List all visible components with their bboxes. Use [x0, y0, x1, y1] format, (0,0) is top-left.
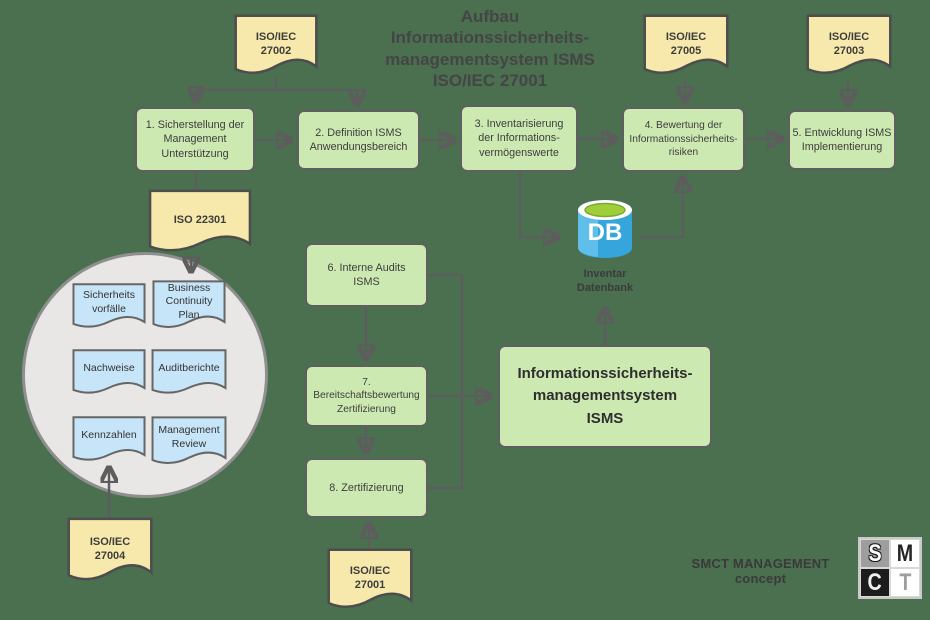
- document-shape: [151, 416, 227, 472]
- document-iso27005: ISO/IEC 27005: [643, 14, 729, 84]
- record-label: Sicherheits vorfälle: [83, 289, 135, 315]
- connector-audit-trunk: [428, 273, 464, 490]
- record-sicherheitsvorfaelle: Sicherheits vorfälle: [72, 283, 146, 335]
- document-shape: [151, 349, 227, 401]
- record-label: Business Continuity Plan: [165, 281, 213, 321]
- record-auditberichte: Auditberichte: [151, 349, 227, 401]
- page-title: Aufbau Informationssicherheits- manageme…: [385, 7, 595, 90]
- document-shape: [152, 280, 226, 336]
- record-label: Nachweise: [83, 362, 135, 375]
- database-label: DB: [588, 219, 623, 246]
- isms-result-box: Informationssicherheits- managementsyste…: [498, 345, 712, 448]
- database-caption: Inventar Datenbank: [576, 268, 634, 294]
- database-icon: DB: [570, 196, 640, 264]
- branding-text: SMCT MANAGEMENT concept: [691, 556, 830, 586]
- document-shape: [234, 14, 318, 84]
- document-shape: [643, 14, 729, 84]
- document-iso27003: ISO/IEC 27003: [806, 14, 892, 84]
- arrow-db-to-step4: [640, 179, 683, 239]
- record-kennzahlen: Kennzahlen: [72, 416, 146, 468]
- document-label: ISO/IEC 27001: [349, 564, 391, 591]
- document-iso22301: ISO 22301: [148, 189, 252, 262]
- record-label: Management Review: [158, 424, 220, 450]
- logo-letter-m: M: [891, 540, 919, 567]
- record-business-continuity-plan: Business Continuity Plan: [152, 280, 226, 336]
- step-3-box: 3. Inventarisierung der Informations- ve…: [460, 105, 578, 172]
- document-iso27001: ISO/IEC 27001: [327, 548, 413, 618]
- document-shape: [67, 517, 153, 591]
- record-label: Kennzahlen: [81, 429, 137, 442]
- document-label: ISO/IEC 27005: [665, 30, 707, 57]
- document-shape: [806, 14, 892, 84]
- document-label: ISO/IEC 27003: [828, 30, 870, 57]
- record-label: Auditberichte: [158, 362, 220, 375]
- document-shape: [72, 349, 146, 401]
- document-shape: [72, 283, 146, 335]
- document-label: ISO/IEC 27004: [89, 535, 131, 562]
- logo-letter-c: C: [861, 569, 889, 596]
- logo-letter-s: S: [861, 540, 889, 567]
- document-shape: [148, 189, 252, 262]
- logo-letter-t: T: [891, 569, 919, 596]
- step-6-box: 6. Interne Audits ISMS: [305, 243, 428, 307]
- step-7-box: 7. Bereitschaftsbewertung Zertifizierung: [305, 365, 428, 427]
- document-iso27002: ISO/IEC 27002: [234, 14, 318, 84]
- record-nachweise: Nachweise: [72, 349, 146, 401]
- document-shape: [327, 548, 413, 618]
- record-management-review: Management Review: [151, 416, 227, 472]
- step-4-box: 4. Bewertung der Informationssicherheits…: [622, 107, 745, 172]
- step-5-box: 5. Entwicklung ISMS Implementierung: [788, 110, 896, 170]
- document-label: ISO 22301: [173, 214, 227, 227]
- arrow-step3-to-db: [518, 172, 557, 237]
- document-iso27004: ISO/IEC 27004: [67, 517, 153, 591]
- step-1-box: 1. Sicherstellung der Management Unterst…: [135, 107, 255, 172]
- step-8-box: 8. Zertifizierung: [305, 458, 428, 518]
- smct-logo: S M C T: [858, 537, 922, 599]
- document-label: ISO/IEC 27002: [255, 30, 297, 57]
- step-2-box: 2. Definition ISMS Anwendungsbereich: [297, 110, 420, 170]
- document-shape: [72, 416, 146, 468]
